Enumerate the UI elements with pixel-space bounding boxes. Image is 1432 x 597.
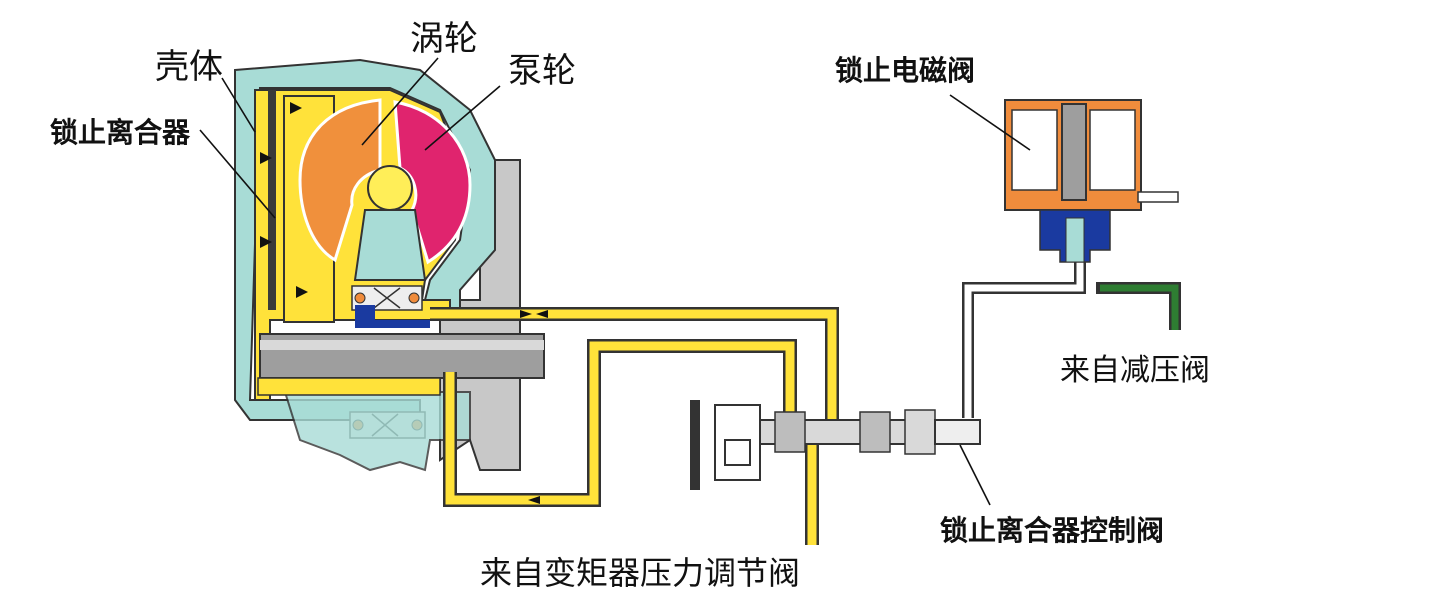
label-lockup-clutch-control-valve: 锁止离合器控制阀: [940, 514, 1164, 547]
label-lockup-solenoid: 锁止电磁阀: [835, 54, 975, 87]
reducing-valve-line: [1096, 282, 1181, 330]
torque-converter: [234, 58, 545, 472]
solenoid-signal-line: [962, 255, 1086, 418]
stator-core: [367, 165, 413, 211]
lockup-clutch-plate: [268, 90, 276, 310]
label-housing: 壳体: [155, 47, 223, 87]
lower-oil-passage: [257, 377, 441, 396]
oil-lines: [430, 255, 1181, 545]
lower-housing: [283, 391, 471, 472]
stator-hub: [353, 209, 427, 281]
label-from-converter-regulator: 来自变矩器压力调节阀: [480, 554, 800, 592]
lockup-clutch-control-valve: [690, 400, 981, 490]
label-turbine: 涡轮: [410, 19, 478, 59]
oil-flow-arrows-lines: [520, 310, 548, 504]
turbine-wheel: [298, 98, 382, 263]
label-lockup-clutch: 锁止离合器: [50, 116, 191, 149]
label-from-reducing-valve: 来自减压阀: [1060, 353, 1210, 388]
one-way-clutch: [355, 305, 430, 328]
label-pump: 泵轮: [508, 51, 576, 91]
upper-bearing: [351, 285, 423, 311]
oil-flow-arrows-clutch: [260, 102, 308, 298]
leader-lines: [199, 57, 1031, 506]
solenoid-plunger: [1061, 103, 1087, 201]
pump-wheel: [393, 100, 472, 265]
lockup-solenoid: [1004, 99, 1179, 263]
valve-body-left: [714, 404, 761, 481]
